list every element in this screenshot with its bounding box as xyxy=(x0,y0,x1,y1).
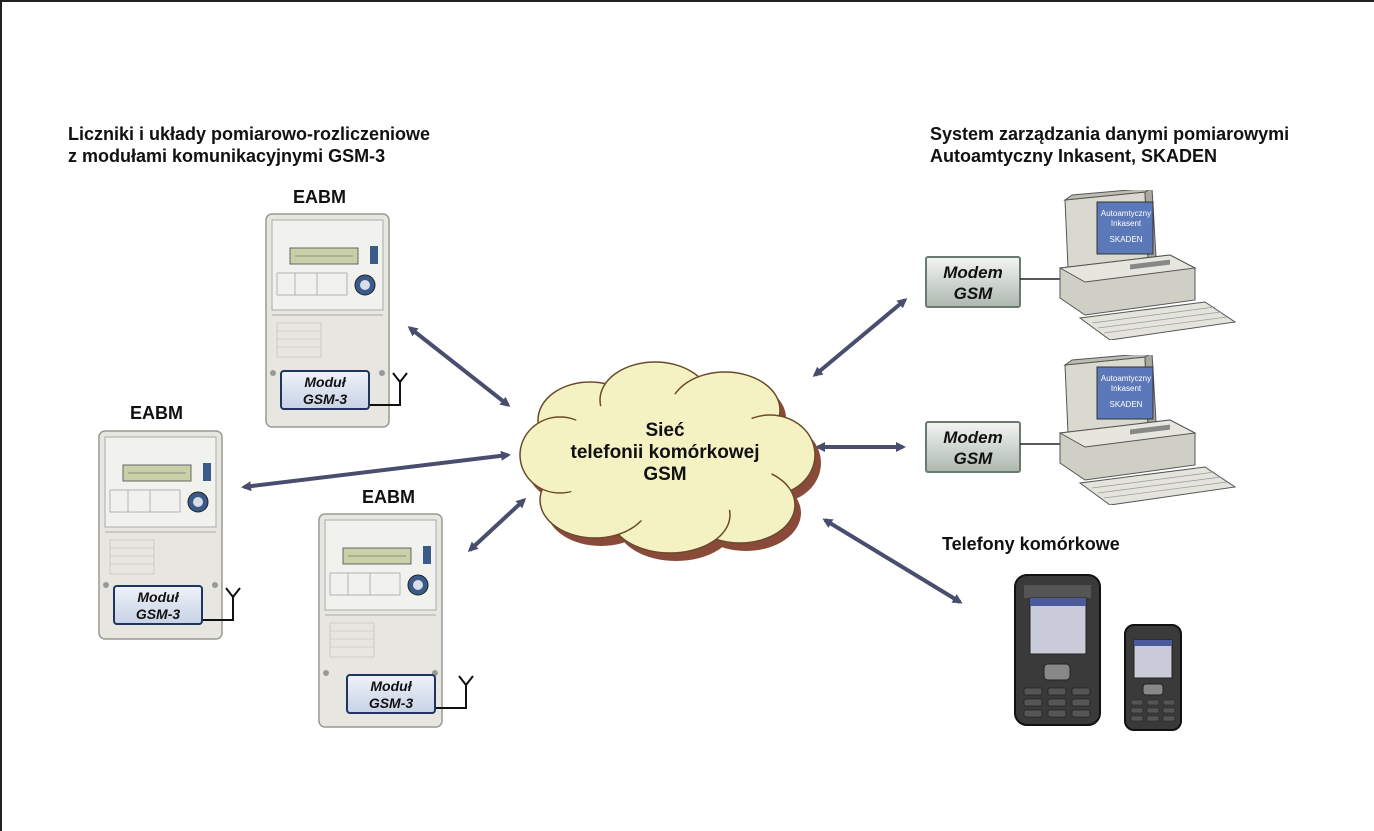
pc-screen-text: Autoamtyczny Inkasent SKADEN xyxy=(1100,374,1152,410)
right-title-line2: Autoamtyczny Inkasent, SKADEN xyxy=(930,146,1218,166)
left-title-line1: Liczniki i układy pomiarowo-rozliczeniow… xyxy=(68,124,431,144)
module-line1: Moduł xyxy=(370,678,412,694)
left-title: Liczniki i układy pomiarowo-rozliczeniow… xyxy=(68,123,430,167)
pc-screen-line2: Inkasent xyxy=(1110,384,1142,393)
module-gsm3: Moduł GSM-3 xyxy=(113,585,203,625)
pc-screen-line3: SKADEN xyxy=(1109,400,1143,409)
antenna-icon xyxy=(370,372,408,406)
arrow-meter3-cloud xyxy=(467,497,527,553)
antenna-icon xyxy=(203,587,241,621)
arrow-meter1-cloud xyxy=(407,326,511,407)
module-line2: GSM-3 xyxy=(135,606,181,622)
module-line1: Moduł xyxy=(137,589,179,605)
pc-screen-line3: SKADEN xyxy=(1109,235,1143,244)
module-line1: Moduł xyxy=(304,374,346,390)
meter-label: EABM xyxy=(293,187,346,207)
arrow-cloud-phones xyxy=(822,518,963,604)
meter-body xyxy=(318,513,443,728)
modem-gsm: Modem GSM xyxy=(925,421,1021,473)
computer-icon xyxy=(1020,187,1237,341)
module-gsm3: Moduł GSM-3 xyxy=(346,674,436,714)
modem-line1: Modem xyxy=(943,428,1003,447)
phones-label: Telefony komórkowe xyxy=(942,534,1120,554)
computer xyxy=(1020,187,1240,341)
phone-icon xyxy=(1014,574,1101,726)
modem-gsm: Modem GSM xyxy=(925,256,1021,308)
arrow-cloud-modem1 xyxy=(812,298,908,377)
meter-label: EABM xyxy=(130,403,183,423)
module-line2: GSM-3 xyxy=(368,695,414,711)
antenna-icon xyxy=(436,675,474,709)
meter-label: EABM xyxy=(362,487,415,507)
pc-screen-text: Autoamtyczny Inkasent SKADEN xyxy=(1100,209,1152,245)
cloud-label-line3: GSM xyxy=(643,464,687,485)
cloud-label: Sieć telefonii komórkowej GSM xyxy=(545,420,785,486)
modem-line2: GSM xyxy=(953,284,993,303)
module-gsm3: Moduł GSM-3 xyxy=(280,370,370,410)
right-title: System zarządzania danymi pomiarowymi Au… xyxy=(930,123,1289,167)
pc-screen-line1: Autoamtyczny xyxy=(1100,374,1152,383)
arrow-meter2-cloud xyxy=(241,450,511,492)
modem-line1: Modem xyxy=(943,263,1003,282)
computer xyxy=(1020,352,1240,506)
cloud-label-line2: telefonii komórkowej xyxy=(570,442,760,463)
energy-meter xyxy=(318,513,443,728)
right-title-line1: System zarządzania danymi pomiarowymi xyxy=(930,124,1290,144)
computer-icon xyxy=(1020,352,1237,506)
left-title-line2: z modułami komunikacyjnymi GSM-3 xyxy=(68,146,386,166)
pc-screen-line2: Inkasent xyxy=(1110,219,1142,228)
modem-line2: GSM xyxy=(953,449,993,468)
cloud-label-line1: Sieć xyxy=(645,420,685,441)
module-line2: GSM-3 xyxy=(302,391,348,407)
phone-icon xyxy=(1124,624,1182,731)
pc-screen-line1: Autoamtyczny xyxy=(1100,209,1152,218)
